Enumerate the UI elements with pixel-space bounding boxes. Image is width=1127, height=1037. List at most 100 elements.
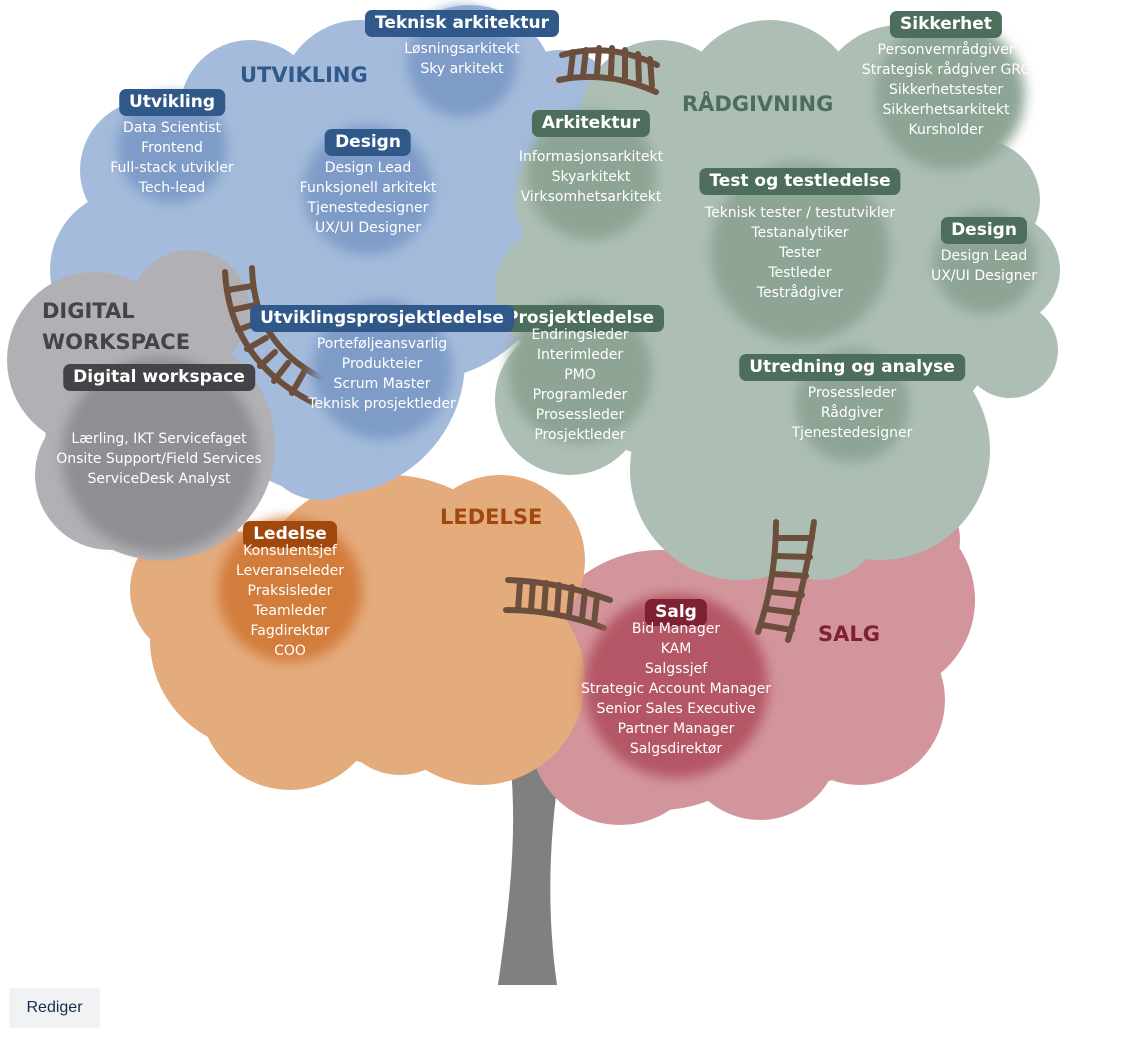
role-list: Informasjonsarkitekt Skyarkitekt Virksom… <box>519 147 663 207</box>
group-title: Utvikling <box>118 89 226 116</box>
role-list: Design Lead Funksjonell arkitekt Tjenest… <box>300 158 437 238</box>
role-item: Virksomhetsarkitekt <box>520 189 662 205</box>
blob-digital-workspace <box>62 357 258 553</box>
group-arkitektur: Arkitektur Informasjonsarkitekt Skyarkit… <box>519 110 663 207</box>
role-item: Endringsleder <box>531 327 629 343</box>
group-title: Design <box>941 217 1027 244</box>
role-item: Partner Manager <box>617 721 735 737</box>
role-item: Produkteier <box>341 356 423 372</box>
edit-button[interactable]: Rediger <box>9 988 100 1028</box>
role-list: Lærling, IKT Servicefaget Onsite Support… <box>56 429 262 489</box>
group-utvikling: Utvikling Data Scientist Frontend Full-s… <box>110 89 234 198</box>
role-item: Lærling, IKT Servicefaget <box>71 431 247 447</box>
role-item: Funksjonell arkitekt <box>299 180 437 196</box>
group-teknisk-arkitektur: Teknisk arkitektur Løsningsarkitekt Sky … <box>364 10 560 79</box>
group-design-utvikling: Design Design Lead Funksjonell arkitekt … <box>300 129 437 238</box>
role-item: Løsningsarkitekt <box>404 41 520 57</box>
area-title-digital-workspace-1: DIGITAL <box>42 299 135 323</box>
group-sikkerhet: Sikkerhet Personvernrådgiver Strategisk … <box>862 11 1030 140</box>
role-item: Senior Sales Executive <box>596 701 756 717</box>
role-list: Teknisk tester / testutvikler Testanalyt… <box>699 203 900 303</box>
role-item: UX/UI Designer <box>930 268 1038 284</box>
role-item: Scrum Master <box>333 376 431 392</box>
group-digital-workspace: Digital workspace Lærling, IKT Servicefa… <box>56 364 262 489</box>
role-item: Onsite Support/Field Services <box>56 451 262 467</box>
role-item: Teknisk prosjektleder <box>308 396 456 412</box>
role-item: Testanalytiker <box>751 225 849 241</box>
role-item: Fagdirektør <box>250 623 330 639</box>
area-title-digital-workspace-2: WORKSPACE <box>42 330 191 354</box>
role-item: Skyarkitekt <box>551 169 631 185</box>
group-title: Utviklingsprosjektledelse <box>250 305 514 332</box>
role-list: Porteføljeansvarlig Produkteier Scrum Ma… <box>250 334 514 414</box>
blob-prosjektledelse <box>508 300 652 444</box>
role-item: Kursholder <box>908 122 984 138</box>
ladder-icon <box>503 577 613 631</box>
group-design-radgivning: Design Design Lead UX/UI Designer <box>931 217 1037 286</box>
role-item: Tester <box>779 245 821 261</box>
blob-utvikling <box>117 93 227 203</box>
role-item: Data Scientist <box>122 120 221 136</box>
role-item: Tjenestedesigner <box>791 425 913 441</box>
role-item: Leveranseleder <box>236 563 344 579</box>
blob-design-utvikling <box>303 125 433 255</box>
role-item: Testleder <box>768 265 832 281</box>
group-title: Arkitektur <box>531 110 651 137</box>
role-item: PMO <box>564 367 596 383</box>
role-item: Full-stack utvikler <box>110 160 234 176</box>
role-item: Teamleder <box>253 603 327 619</box>
ladder-icon <box>556 45 660 95</box>
role-item: Tjenestedesigner <box>307 200 429 216</box>
blob-test <box>710 162 890 342</box>
area-title-salg: SALG <box>818 622 880 646</box>
role-list: Design Lead UX/UI Designer <box>931 246 1037 286</box>
area-title-radgivning: RÅDGIVNING <box>682 92 834 116</box>
role-list: Konsulentsjef Leveranseleder Praksislede… <box>236 541 344 661</box>
tree-trunk-icon <box>498 735 565 985</box>
group-prosjektledelse: Prosjektledelse Endringsleder Interimled… <box>496 305 664 445</box>
role-item: KAM <box>660 641 692 657</box>
role-item: Prosjektleder <box>534 427 626 443</box>
group-title: Digital workspace <box>63 364 255 391</box>
role-item: Design Lead <box>940 248 1028 264</box>
role-list: Personvernrådgiver Strategisk rådgiver G… <box>862 40 1030 140</box>
role-item: Sky arkitekt <box>420 61 504 77</box>
role-item: Salgssjef <box>644 661 708 677</box>
role-item: Interimleder <box>536 347 624 363</box>
blob-salg <box>584 594 768 778</box>
group-title: Utredning og analyse <box>739 354 965 381</box>
blob-sikkerhet <box>875 20 1025 170</box>
role-item: Strategisk rådgiver GRC <box>861 62 1031 78</box>
role-item: Sikkerhetsarkitekt <box>882 102 1010 118</box>
group-title: Design <box>325 129 411 156</box>
ladder-icon <box>755 519 817 643</box>
group-test-og-testledelse: Test og testledelse Teknisk tester / tes… <box>699 168 901 303</box>
role-item: Teknisk tester / testutvikler <box>704 205 896 221</box>
role-item: Prosessleder <box>535 407 625 423</box>
role-item: Konsulentsjef <box>243 543 337 559</box>
blob-ledelse <box>218 518 362 662</box>
group-salg: Salg Bid Manager KAM Salgssjef Strategic… <box>581 599 771 759</box>
role-item: Programleder <box>532 387 628 403</box>
area-title-utvikling: UTVIKLING <box>240 63 368 87</box>
role-item: Bid Manager <box>631 621 721 637</box>
group-title: Salg <box>645 599 707 626</box>
role-item: Frontend <box>141 140 203 156</box>
role-list: Bid Manager KAM Salgssjef Strategic Acco… <box>581 619 771 759</box>
role-item: ServiceDesk Analyst <box>87 471 231 487</box>
group-title: Ledelse <box>243 521 337 548</box>
role-item: Praksisleder <box>247 583 333 599</box>
role-list: Data Scientist Frontend Full-stack utvik… <box>110 118 234 198</box>
blob-utviklingsprosjektledelse <box>312 300 452 440</box>
role-item: Prosessleder <box>807 385 897 401</box>
role-list: Endringsleder Interimleder PMO Programle… <box>496 325 664 445</box>
group-title: Teknisk arkitektur <box>364 10 560 37</box>
group-title: Test og testledelse <box>699 168 901 195</box>
role-item: Testrådgiver <box>756 285 844 301</box>
role-list: Prosessleder Rådgiver Tjenestedesigner <box>739 383 965 443</box>
role-item: COO <box>274 643 306 659</box>
role-list: Løsningsarkitekt Sky arkitekt <box>365 39 559 79</box>
group-title: Sikkerhet <box>890 11 1002 38</box>
ladder-icon <box>222 265 325 405</box>
role-item: Rådgiver <box>820 405 884 421</box>
